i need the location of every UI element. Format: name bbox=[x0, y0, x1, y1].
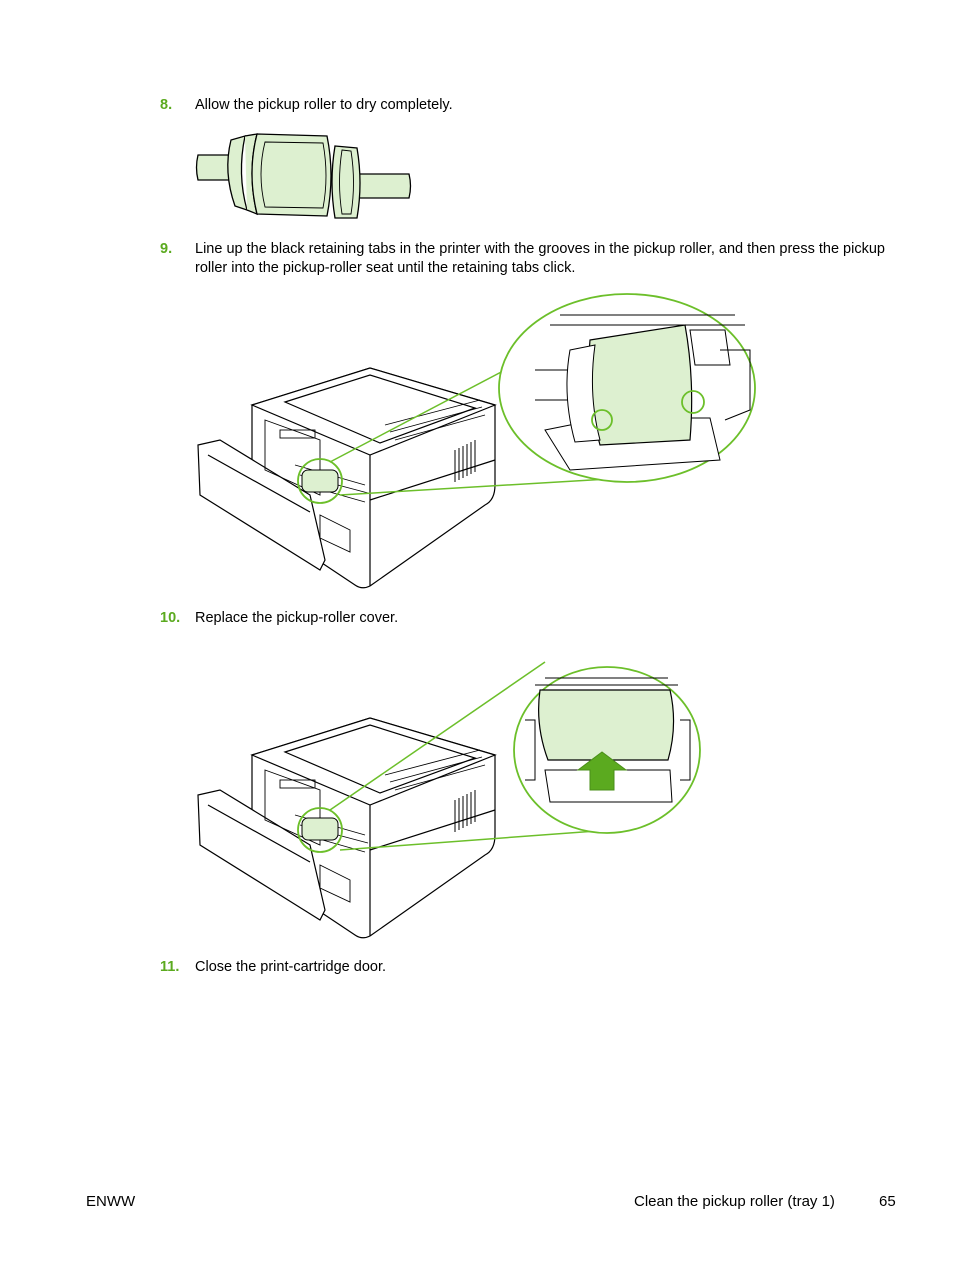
step-number: 10. bbox=[160, 610, 181, 626]
printer-roller-install-figure bbox=[197, 293, 756, 589]
step-number: 8. bbox=[160, 97, 173, 113]
printer-cover-replace-figure bbox=[197, 661, 701, 939]
step-text: Line up the black retaining tabs in the … bbox=[195, 241, 885, 276]
pickup-roller-figure bbox=[195, 133, 412, 219]
step-number: 11. bbox=[160, 959, 180, 975]
step-text: Close the print-cartridge door. bbox=[195, 959, 387, 975]
step-text: Replace the pickup-roller cover. bbox=[195, 610, 399, 626]
footer-section-title: Clean the pickup roller (tray 1) bbox=[634, 1193, 835, 1210]
footer-left-label: ENWW bbox=[86, 1193, 136, 1210]
step-number: 9. bbox=[160, 241, 173, 257]
footer-page-number: 65 bbox=[879, 1193, 896, 1210]
step-text: Allow the pickup roller to dry completel… bbox=[195, 97, 453, 113]
